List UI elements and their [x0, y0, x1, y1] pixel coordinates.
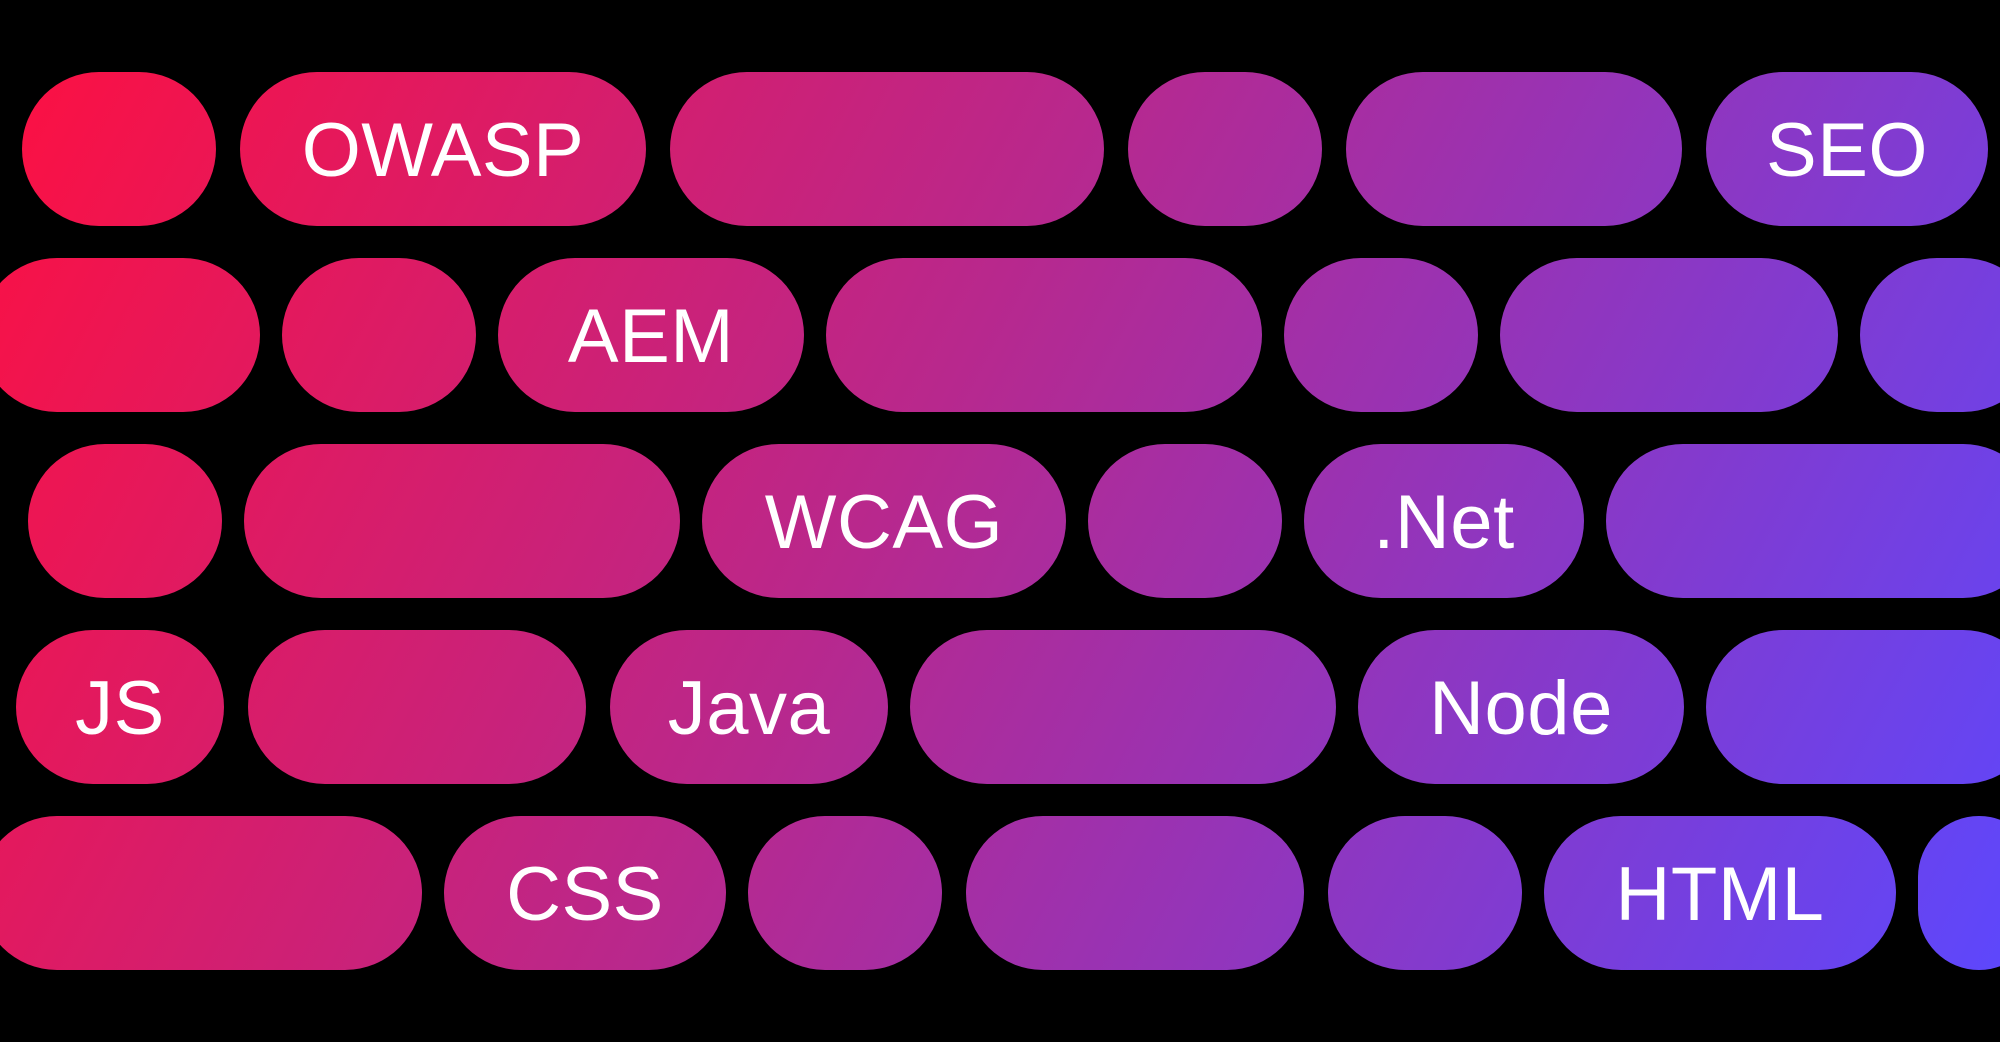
tag-pill-wcag: WCAG	[702, 444, 1066, 598]
tag-pill-java: Java	[610, 630, 888, 784]
blank-pill	[1088, 444, 1282, 598]
tag-pill-js: JS	[16, 630, 224, 784]
blank-pill	[1500, 258, 1838, 412]
tag-label: SEO	[1766, 108, 1928, 193]
blank-pill	[1346, 72, 1682, 226]
tag-label: WCAG	[764, 480, 1004, 565]
blank-pill	[22, 72, 216, 226]
tag-pill-net: .Net	[1304, 444, 1584, 598]
tag-label: OWASP	[301, 108, 585, 193]
blank-pill	[1284, 258, 1478, 412]
blank-pill	[1328, 816, 1522, 970]
tag-label: Java	[667, 666, 831, 751]
tag-pill-owasp: OWASP	[240, 72, 646, 226]
tag-label: HTML	[1615, 852, 1825, 937]
tag-pill-seo: SEO	[1706, 72, 1988, 226]
blank-pill	[670, 72, 1104, 226]
tag-label: Node	[1429, 666, 1613, 751]
blank-pill	[0, 816, 422, 970]
tag-label: CSS	[506, 852, 664, 937]
blank-pill	[248, 630, 586, 784]
blank-pill	[1706, 630, 2000, 784]
blank-pill	[1860, 258, 2000, 412]
blank-pill	[282, 258, 476, 412]
blank-pill	[826, 258, 1262, 412]
tag-pill-html: HTML	[1544, 816, 1896, 970]
tag-label: .Net	[1373, 480, 1515, 565]
blank-pill	[1606, 444, 2000, 598]
blank-pill	[1918, 816, 2000, 970]
blank-pill	[748, 816, 942, 970]
tag-pill-css: CSS	[444, 816, 726, 970]
tag-label: AEM	[567, 294, 735, 379]
blank-pill	[0, 258, 260, 412]
tag-pill-node: Node	[1358, 630, 1684, 784]
blank-pill	[1128, 72, 1322, 226]
tag-label: JS	[75, 666, 165, 751]
blank-pill	[966, 816, 1304, 970]
blank-pill	[244, 444, 680, 598]
tag-pill-aem: AEM	[498, 258, 804, 412]
blank-pill	[28, 444, 222, 598]
blank-pill	[910, 630, 1336, 784]
